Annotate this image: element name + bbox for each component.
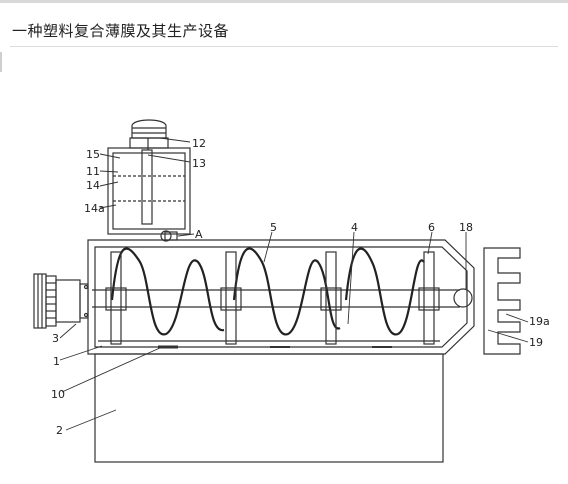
label-14: 14 bbox=[86, 179, 100, 192]
support-brackets bbox=[105, 251, 440, 345]
bottom-rail bbox=[98, 340, 440, 349]
label-14a: 14a bbox=[84, 202, 105, 215]
label-15: 15 bbox=[86, 148, 100, 161]
page-title: 一种塑料复合薄膜及其生产设备 bbox=[12, 22, 230, 40]
top-border bbox=[0, 0, 568, 3]
die-head bbox=[483, 247, 521, 355]
part-labels: 12 15 13 11 14 14a A 5 4 6 18 3 1 10 2 1… bbox=[51, 137, 550, 437]
leader-lines bbox=[59, 137, 529, 431]
label-19a: 19a bbox=[529, 315, 550, 328]
label-A: A bbox=[195, 228, 203, 241]
label-5: 5 bbox=[270, 221, 277, 234]
label-19: 19 bbox=[529, 336, 543, 349]
label-12: 12 bbox=[192, 137, 206, 150]
top-motor bbox=[129, 119, 169, 149]
label-1: 1 bbox=[53, 355, 60, 368]
end-bearing bbox=[453, 288, 473, 308]
feed-hopper bbox=[107, 138, 191, 242]
barrel-housing bbox=[87, 239, 475, 355]
label-13: 13 bbox=[192, 157, 206, 170]
left-edge-marker bbox=[0, 52, 2, 72]
label-2: 2 bbox=[56, 424, 63, 437]
helical-screw-blade bbox=[110, 247, 425, 336]
label-4: 4 bbox=[351, 221, 358, 234]
label-10: 10 bbox=[51, 388, 65, 401]
title-divider bbox=[10, 46, 558, 47]
screw-shaft bbox=[92, 289, 460, 308]
motor bbox=[33, 273, 89, 329]
label-6: 6 bbox=[428, 221, 435, 234]
label-3: 3 bbox=[52, 332, 59, 345]
label-18: 18 bbox=[459, 221, 473, 234]
label-11: 11 bbox=[86, 165, 100, 178]
base-stand bbox=[94, 353, 444, 463]
